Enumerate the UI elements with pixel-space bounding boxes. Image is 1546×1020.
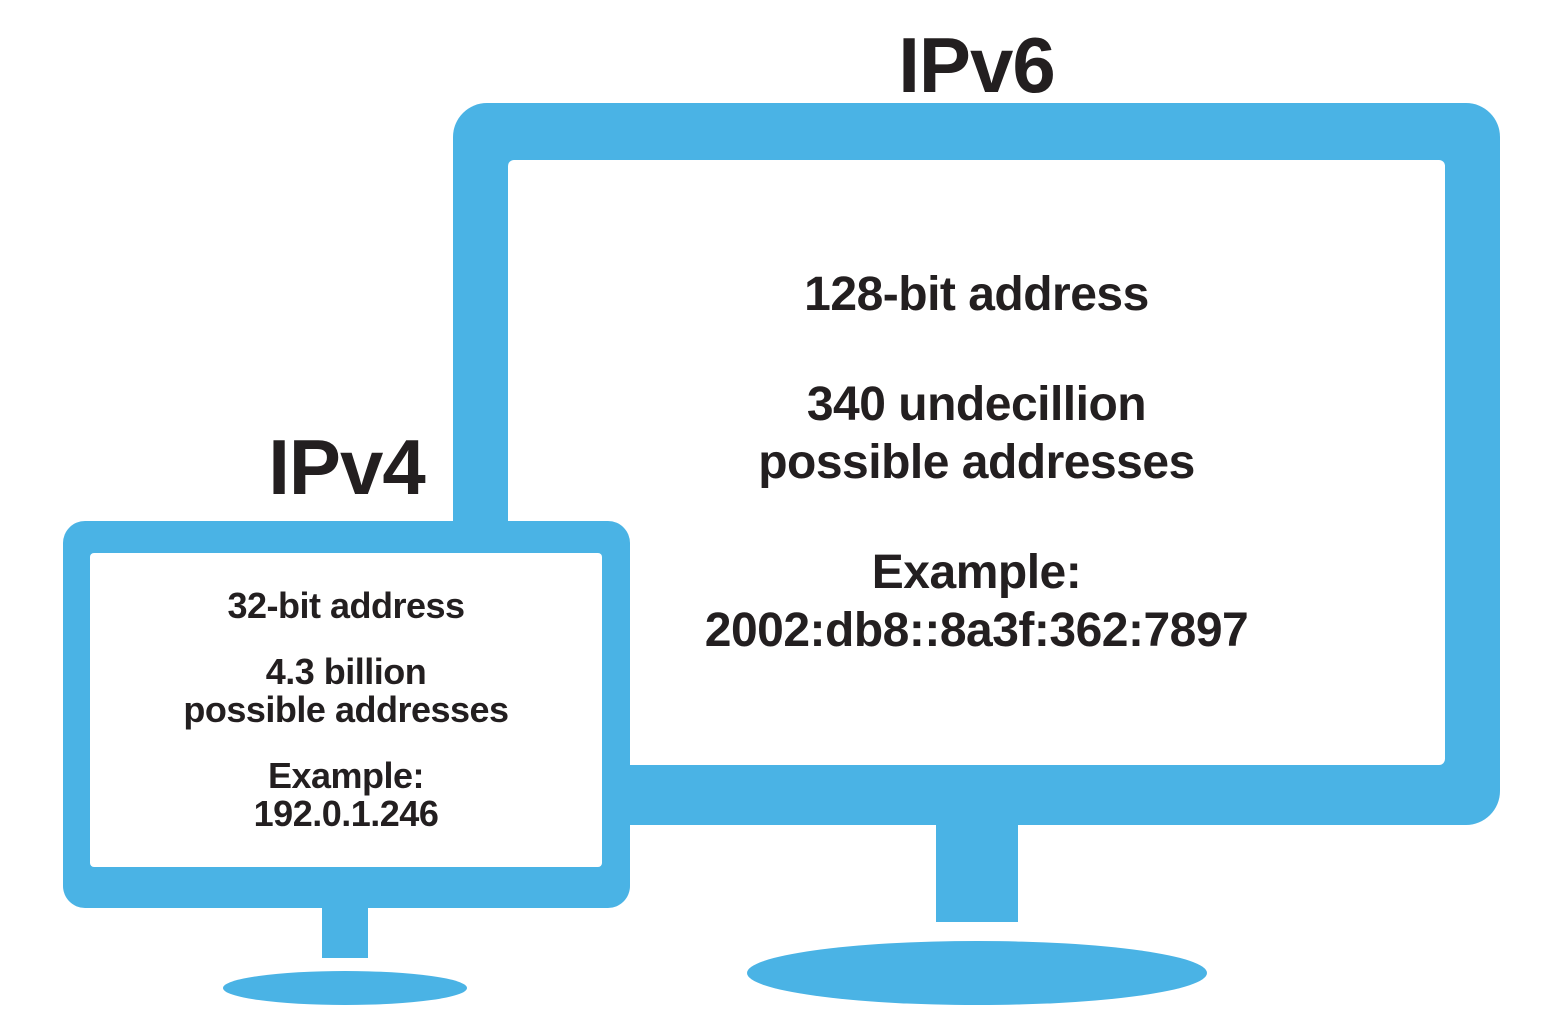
ipv6-monitor-stand bbox=[936, 820, 1018, 922]
ipv4-capacity-line1: 4.3 billion bbox=[265, 651, 427, 692]
ipv4-monitor-base bbox=[223, 971, 467, 1005]
ipv4-title: IPv4 bbox=[268, 423, 425, 511]
ipv6-example-block: Example: 2002:db8::8a3f:362:7897 bbox=[704, 544, 1249, 660]
ipv4-capacity-block: 4.3 billion possible addresses bbox=[183, 651, 509, 730]
ipv6-example-label: Example: bbox=[871, 545, 1082, 599]
ipv6-monitor-screen: 128-bit address 340 undecillion possible… bbox=[508, 160, 1445, 765]
ipv4-example-label: Example: bbox=[267, 755, 425, 796]
ipv6-title: IPv6 bbox=[898, 21, 1055, 109]
ipv4-address-size-block: 32-bit address bbox=[227, 585, 465, 626]
ipv6-example-value: 2002:db8::8a3f:362:7897 bbox=[704, 603, 1249, 657]
ipv4-example-block: Example: 192.0.1.246 bbox=[254, 757, 439, 833]
ipv6-address-size-block: 128-bit address bbox=[804, 266, 1149, 324]
ipv6-capacity-block: 340 undecillion possible addresses bbox=[758, 376, 1195, 492]
ipv6-address-size: 128-bit address bbox=[804, 267, 1149, 321]
ipv4-monitor-frame: 32-bit address 4.3 billion possible addr… bbox=[63, 521, 630, 908]
ipv6-monitor-base bbox=[747, 941, 1207, 1005]
ipv4-monitor-screen: 32-bit address 4.3 billion possible addr… bbox=[90, 553, 602, 867]
ipv4-capacity-line2: possible addresses bbox=[183, 689, 509, 730]
ipv4-address-size: 32-bit address bbox=[227, 585, 465, 626]
ipv6-capacity-line1: 340 undecillion bbox=[806, 377, 1147, 431]
ipv4-monitor-stand bbox=[322, 905, 368, 958]
ipv6-capacity-line2: possible addresses bbox=[758, 435, 1195, 489]
ipv4-example-value: 192.0.1.246 bbox=[253, 793, 439, 834]
